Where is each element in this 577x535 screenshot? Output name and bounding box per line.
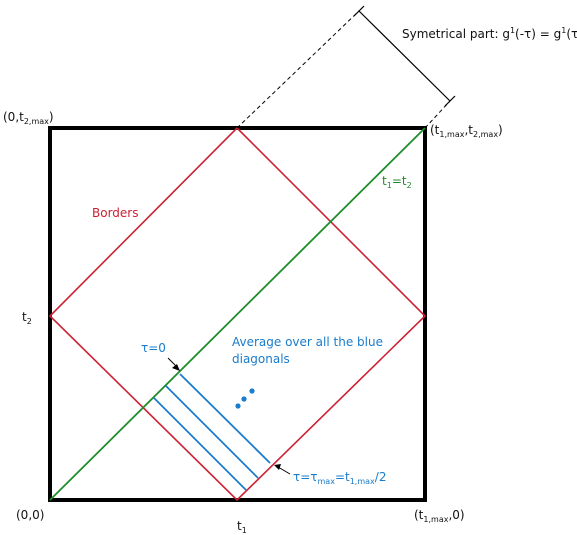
symmetric-bracket-line (358, 10, 451, 102)
arrow-tau-zero-head (172, 364, 180, 371)
average-label-line1: Average over all the blue (232, 335, 383, 349)
symmetric-bracket-cap-bottom (444, 95, 456, 107)
diagonal-label: t1=t2 (382, 174, 412, 190)
average-label-line2: diagonals (232, 352, 290, 366)
arrow-tau-max-head (274, 464, 281, 470)
blue-diagonal-1 (179, 373, 271, 464)
corner-label-top-left: (0,t2,max) (3, 110, 54, 126)
tau-max-label: τ=τmax=t1,max/2 (293, 470, 386, 486)
corner-label-bottom-left: (0,0) (16, 508, 44, 522)
tau-zero-label: τ=0 (141, 341, 166, 355)
blue-dot-1 (235, 403, 241, 409)
blue-dot-3 (249, 388, 255, 394)
diagonal-t1-equals-t2 (49, 127, 426, 501)
border-diamond (48, 126, 427, 502)
blue-diagonal-2 (165, 385, 259, 479)
symmetric-bracket-cap-top (353, 5, 365, 17)
corner-label-bottom-right: (t1,max,0) (414, 508, 465, 524)
t2-axis-label: t2 (22, 310, 32, 326)
t1-axis-label: t1 (237, 519, 247, 535)
blue-dot-2 (241, 396, 247, 402)
symmetric-part-label: Symetrical part: g1(-τ) = g1(τ) (402, 26, 577, 41)
dashed-extension-left (236, 10, 360, 129)
borders-label: Borders (92, 206, 138, 220)
corner-label-top-right: (t1,max,t2,max) (430, 123, 503, 139)
arrow-tau-max-shaft (277, 466, 291, 475)
blue-diagonal-3 (153, 397, 247, 491)
